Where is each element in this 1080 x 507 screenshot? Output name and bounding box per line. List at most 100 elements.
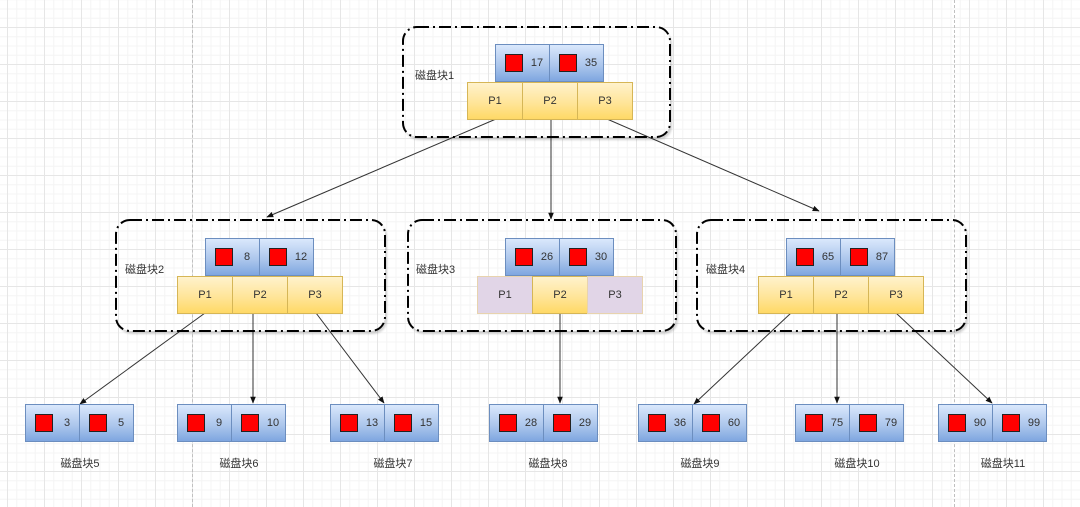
disk-block-label: 磁盘块11	[980, 458, 1026, 470]
key-value: 12	[294, 251, 308, 263]
data-pointer-icon	[35, 414, 53, 432]
disk-block-2-group[interactable]	[115, 219, 386, 332]
data-pointer-icon	[948, 414, 966, 432]
pointer-cell[interactable]: P1	[177, 276, 233, 314]
key-cell[interactable]: 36	[638, 404, 693, 442]
disk-block-label: 磁盘块7	[373, 458, 413, 470]
key-value: 75	[830, 417, 844, 429]
data-pointer-icon	[796, 248, 814, 266]
block2-keys: 8 12	[205, 238, 314, 276]
key-cell[interactable]: 12	[259, 238, 314, 276]
data-pointer-icon	[859, 414, 877, 432]
key-cell[interactable]: 3	[25, 404, 80, 442]
pointer-cell-inactive[interactable]: P3	[587, 276, 643, 314]
disk-block-label: 磁盘块9	[680, 458, 720, 470]
pointer-cell[interactable]: P3	[287, 276, 343, 314]
key-cell[interactable]: 26	[505, 238, 560, 276]
key-value: 90	[973, 417, 987, 429]
pointer-cell[interactable]: P3	[577, 82, 633, 120]
data-pointer-icon	[553, 414, 571, 432]
pointer-cell[interactable]: P2	[522, 82, 578, 120]
pointer-cell[interactable]: P2	[813, 276, 869, 314]
leaf-block-11[interactable]: 90 99	[938, 404, 1047, 442]
key-value: 30	[594, 251, 608, 263]
pointer-cell[interactable]: P3	[868, 276, 924, 314]
page-break-line	[954, 0, 955, 507]
leaf-block-10[interactable]: 75 79	[795, 404, 904, 442]
leaf-block-7[interactable]: 13 15	[330, 404, 439, 442]
key-value: 99	[1027, 417, 1041, 429]
key-value: 29	[578, 417, 592, 429]
key-value: 60	[727, 417, 741, 429]
data-pointer-icon	[340, 414, 358, 432]
pointer-cell[interactable]: P2	[532, 276, 588, 314]
key-cell[interactable]: 15	[384, 404, 439, 442]
leaf-block-8[interactable]: 28 29	[489, 404, 598, 442]
disk-block-4-group[interactable]	[696, 219, 967, 332]
block2-pointers: P1 P2 P3	[177, 276, 343, 314]
key-cell[interactable]: 9	[177, 404, 232, 442]
block4-pointers: P1 P2 P3	[758, 276, 924, 314]
disk-block-label: 磁盘块3	[416, 264, 456, 276]
data-pointer-icon	[850, 248, 868, 266]
key-cell[interactable]: 90	[938, 404, 993, 442]
pointer-cell[interactable]: P1	[758, 276, 814, 314]
data-pointer-icon	[499, 414, 517, 432]
key-cell[interactable]: 28	[489, 404, 544, 442]
root-keys: 17 35	[495, 44, 604, 82]
data-pointer-icon	[215, 248, 233, 266]
key-cell[interactable]: 79	[849, 404, 904, 442]
leaf-block-5[interactable]: 3 5	[25, 404, 134, 442]
disk-block-label: 磁盘块2	[125, 264, 165, 276]
data-pointer-icon	[269, 248, 287, 266]
data-pointer-icon	[505, 54, 523, 72]
key-value: 3	[63, 417, 71, 429]
key-cell[interactable]: 65	[786, 238, 841, 276]
disk-block-label: 磁盘块5	[60, 458, 100, 470]
pointer-cell[interactable]: P2	[232, 276, 288, 314]
key-cell[interactable]: 5	[79, 404, 134, 442]
data-pointer-icon	[187, 414, 205, 432]
key-value: 35	[584, 57, 598, 69]
data-pointer-icon	[569, 248, 587, 266]
pointer-cell[interactable]: P1	[467, 82, 523, 120]
key-cell[interactable]: 30	[559, 238, 614, 276]
data-pointer-icon	[805, 414, 823, 432]
disk-block-label: 磁盘块1	[415, 70, 455, 82]
key-cell[interactable]: 60	[692, 404, 747, 442]
disk-block-label: 磁盘块8	[528, 458, 568, 470]
key-cell[interactable]: 99	[992, 404, 1047, 442]
key-cell[interactable]: 29	[543, 404, 598, 442]
key-cell[interactable]: 10	[231, 404, 286, 442]
disk-block-label: 磁盘块10	[834, 458, 880, 470]
leaf-block-6[interactable]: 9 10	[177, 404, 286, 442]
block3-keys: 26 30	[505, 238, 614, 276]
root-pointers: P1 P2 P3	[467, 82, 633, 120]
key-value: 13	[365, 417, 379, 429]
data-pointer-icon	[394, 414, 412, 432]
key-value: 28	[524, 417, 538, 429]
key-cell[interactable]: 75	[795, 404, 850, 442]
key-cell[interactable]: 35	[549, 44, 604, 82]
page-break-line	[192, 0, 193, 507]
pointer-cell-inactive[interactable]: P1	[477, 276, 533, 314]
block4-keys: 65 87	[786, 238, 895, 276]
leaf-block-9[interactable]: 36 60	[638, 404, 747, 442]
disk-block-1-group[interactable]	[402, 26, 671, 138]
key-cell[interactable]: 8	[205, 238, 260, 276]
data-pointer-icon	[89, 414, 107, 432]
key-value: 10	[266, 417, 280, 429]
key-value: 17	[530, 57, 544, 69]
data-pointer-icon	[559, 54, 577, 72]
data-pointer-icon	[1002, 414, 1020, 432]
key-cell[interactable]: 87	[840, 238, 895, 276]
key-value: 36	[673, 417, 687, 429]
disk-block-label: 磁盘块6	[219, 458, 259, 470]
key-value: 15	[419, 417, 433, 429]
key-value: 26	[540, 251, 554, 263]
disk-block-3-group[interactable]	[407, 219, 677, 332]
data-pointer-icon	[702, 414, 720, 432]
data-pointer-icon	[241, 414, 259, 432]
key-cell[interactable]: 13	[330, 404, 385, 442]
key-cell[interactable]: 17	[495, 44, 550, 82]
